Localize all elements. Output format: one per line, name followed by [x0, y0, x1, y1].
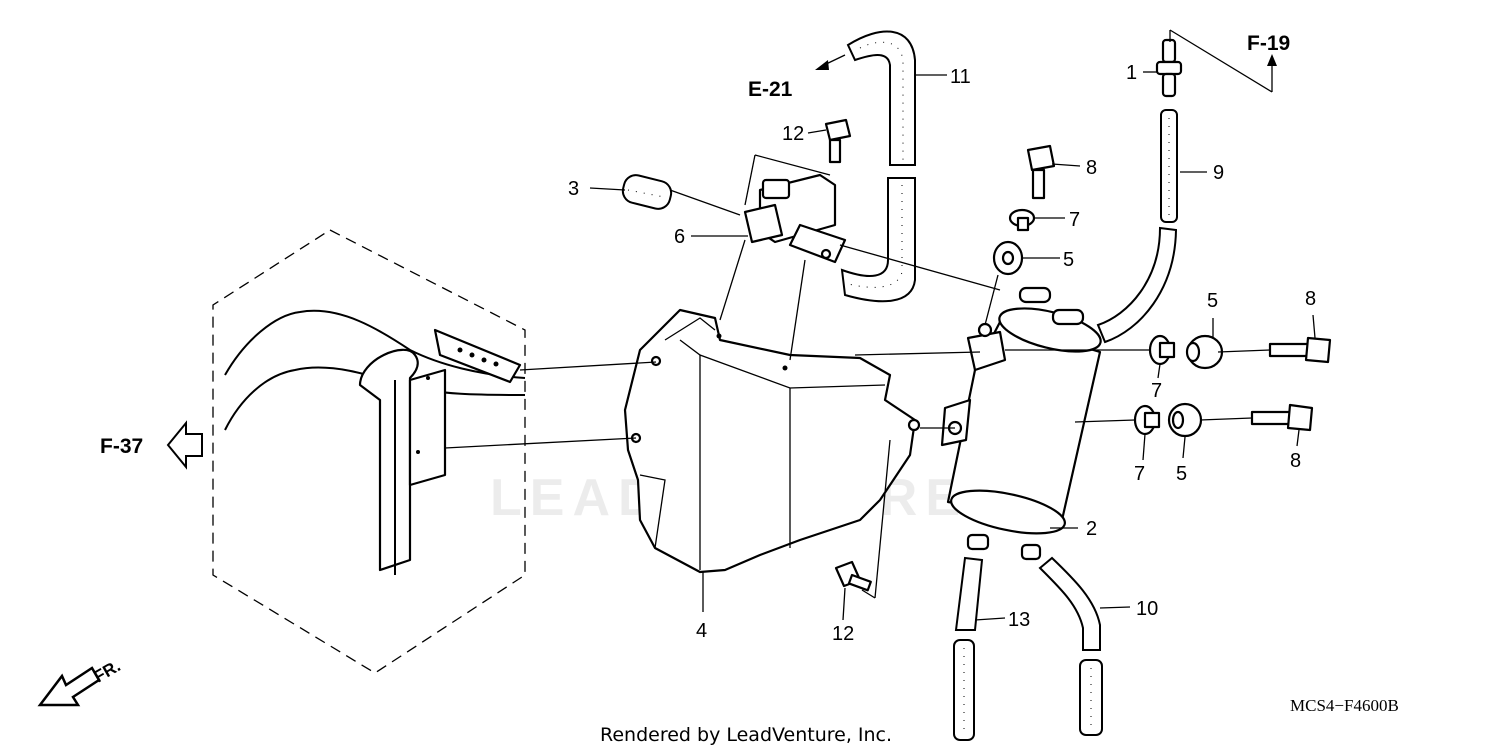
render-credit: Rendered by LeadVenture, Inc. [600, 724, 892, 746]
ref-e21[interactable]: E-21 [748, 78, 793, 101]
canister-part-2 [940, 286, 1102, 561]
callout-5-upper: 5 [1063, 249, 1074, 271]
washer-part-7-right-upper [1148, 334, 1176, 366]
arrow-front-icon [37, 666, 101, 707]
callout-4: 4 [696, 620, 707, 642]
hose-part-11 [840, 30, 916, 303]
grommet-part-5-upper [992, 240, 1024, 276]
cover-part-4 [623, 308, 921, 574]
solenoid-part-6 [743, 173, 847, 264]
callout-1: 1 [1126, 62, 1137, 84]
hose-part-9 [1096, 109, 1178, 344]
callout-10: 10 [1136, 598, 1158, 620]
grommet-part-5-right-upper [1185, 334, 1224, 370]
hose-part-13 [953, 556, 984, 741]
bolt-part-12-upper [824, 118, 852, 164]
ref-f19[interactable]: F-19 [1247, 32, 1290, 55]
fitting-part-1 [1155, 38, 1183, 98]
washer-part-7-right-lower [1133, 404, 1161, 436]
callout-7-right-upper: 7 [1151, 380, 1162, 402]
callout-9: 9 [1213, 162, 1224, 184]
callout-6: 6 [674, 226, 685, 248]
callout-7-upper: 7 [1069, 209, 1080, 231]
bolt-part-8-right-upper [1268, 336, 1332, 364]
hose-part-3 [621, 174, 673, 210]
bolt-part-8-upper [1026, 144, 1056, 200]
callout-11: 11 [950, 66, 971, 88]
callout-labels: 1 2 3 4 5 5 5 6 7 7 7 8 8 8 9 10 11 12 1… [568, 62, 1316, 645]
callout-3: 3 [568, 178, 579, 200]
callout-7-right-lower: 7 [1134, 463, 1145, 485]
callout-5-right-lower: 5 [1176, 463, 1187, 485]
grommet-part-5-right-lower [1167, 402, 1203, 438]
ref-f37[interactable]: F-37 [100, 435, 143, 458]
callout-2: 2 [1086, 518, 1097, 540]
washer-part-7-upper [1008, 208, 1036, 232]
callout-8-right-lower: 8 [1290, 450, 1301, 472]
diagram-code: MCS4−F4600B [1290, 696, 1399, 715]
callout-8-upper: 8 [1086, 157, 1097, 179]
bolt-part-12-lower [834, 560, 872, 592]
frame-reference-group [212, 229, 526, 674]
hose-part-10 [1038, 556, 1103, 736]
bolt-part-8-right-lower [1250, 403, 1314, 432]
callout-5-right-upper: 5 [1207, 290, 1218, 312]
leader-lines [444, 29, 1316, 621]
front-arrow: FR. [37, 656, 124, 707]
callout-13: 13 [1008, 609, 1030, 631]
arrow-left-icon [166, 420, 203, 470]
callout-12-lower: 12 [832, 623, 854, 645]
callout-8-right-upper: 8 [1305, 288, 1316, 310]
callout-12-upper: 12 [782, 123, 804, 145]
